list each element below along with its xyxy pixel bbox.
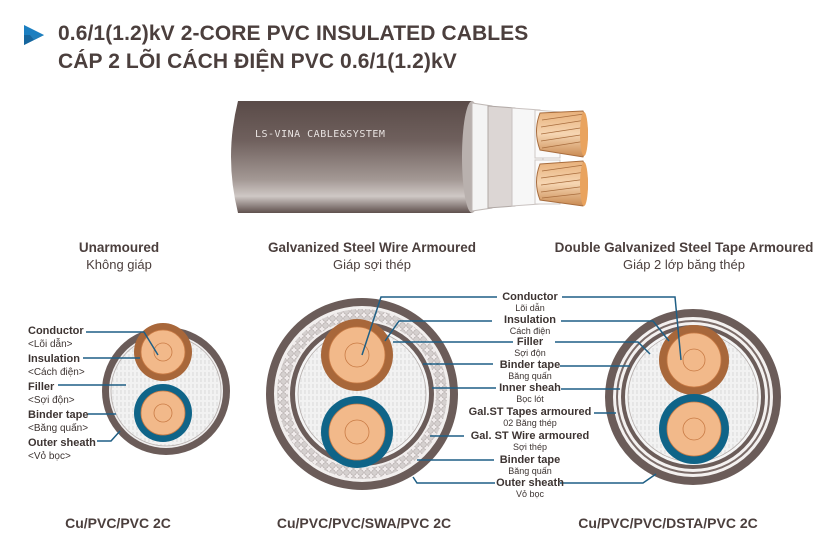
label-gal-st-wire-shared: Gal. ST Wire armoured Sợi thép [465,430,595,453]
heading-en: Unarmoured [78,240,160,255]
cross-section-dsta [605,309,781,485]
label-outer-sheath-vi: <Vỏ bọc> [28,451,71,462]
label-conductor: Conductor [28,325,84,337]
label-en: Binder tape [499,359,561,371]
label-filler: Filler [28,381,55,393]
blue-triangle-icon [24,25,44,45]
label-vi: Lõi dẫn [515,303,545,313]
heading-en: Galvanized Steel Wire Armoured [268,240,476,255]
label-insulation-shared: Insulation Cách điện [465,314,595,337]
copper-core-2 [536,160,588,207]
label-vi: Băng quấn [508,466,552,476]
cable-3d-view [231,101,588,213]
label-outer-sheath: Outer sheath [28,437,96,449]
label-binder-tape-shared: Binder tape Băng quấn [465,359,595,382]
copper-core-1 [536,110,588,158]
label-vi: Cách điện [509,326,551,336]
label-filler-vi: <Sợi độn> [28,395,75,406]
section-dsta-heading: Double Galvanized Steel Tape Armoured Gi… [534,240,834,272]
label-vi: Bọc lót [516,394,544,404]
heading-vi: Giáp sợi thép [333,257,411,272]
cable-outer-sheath [231,101,477,213]
label-en: Gal. ST Wire armoured [470,430,590,442]
cross-section-swa [266,298,458,490]
heading-en: Double Galvanized Steel Tape Armoured [554,240,814,255]
label-conductor-shared: Conductor Lõi dẫn [465,291,595,314]
heading-vi: Giáp 2 lớp băng thép [622,257,745,272]
label-binder-tape-vi: <Băng quấn> [28,423,89,434]
title-vietnamese: CÁP 2 LÕI CÁCH ĐIỆN PVC 0.6/1(1.2)kV [58,50,457,73]
label-vi: 02 Băng thép [503,418,557,428]
label-insulation: Insulation [28,353,80,365]
label-filler-shared: Filler Sợi độn [465,336,595,359]
cable-print-text: LS-VINA CABLE&SYSTEM [255,129,386,140]
label-gal-st-tapes-shared: Gal.ST Tapes armoured 02 Băng thép [465,406,595,429]
label-conductor-vi: <Lõi dẫn> [28,339,73,350]
cross-section-unarmoured [102,323,230,455]
label-inner-sheath-shared: Inner sheah Bọc lót [465,382,595,405]
label-vi: Vỏ bọc [515,489,545,499]
label-outer-sheath-shared: Outer sheath Vỏ bọc [465,477,595,500]
label-en: Gal.ST Tapes armoured [468,406,592,418]
label-en: Conductor [502,291,558,303]
label-binder-tape-shared-2: Binder tape Băng quấn [465,454,595,477]
header: 0.6/1(1.2)kV 2-CORE PVC INSULATED CABLES… [0,0,835,80]
title-english: 0.6/1(1.2)kV 2-CORE PVC INSULATED CABLES [58,22,529,45]
label-en: Insulation [504,314,556,326]
section-swa-heading: Galvanized Steel Wire Armoured Giáp sợi … [232,240,512,272]
label-vi: Sợi độn [514,348,546,358]
label-insulation-vi: <Cách điện> [28,367,85,378]
label-vi: Băng quấn [508,371,552,381]
label-en: Binder tape [499,454,561,466]
code-dsta: Cu/PVC/PVC/DSTA/PVC 2C [578,515,758,531]
label-en: Filler [516,336,544,348]
code-swa: Cu/PVC/PVC/SWA/PVC 2C [276,515,452,531]
heading-vi: Không giáp [86,257,152,272]
label-en: Inner sheah [499,382,561,394]
label-en: Outer sheath [496,477,564,489]
code-unarmoured: Cu/PVC/PVC 2C [65,515,171,531]
label-vi: Sợi thép [513,442,547,452]
section-unarmoured-heading: Unarmoured Không giáp [0,240,259,272]
label-binder-tape: Binder tape [28,409,89,421]
labels-unarmoured: Conductor <Lõi dẫn> Insulation <Cách điệ… [28,325,96,465]
